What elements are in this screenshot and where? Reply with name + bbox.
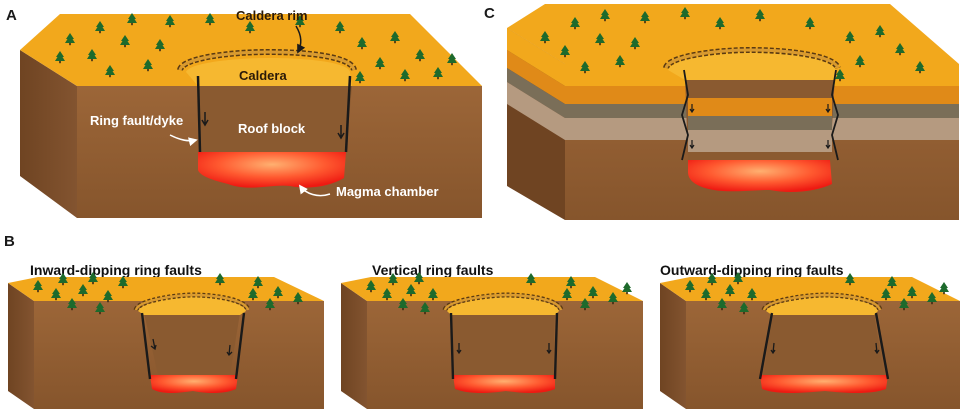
diagram-vertical: [341, 272, 643, 409]
label-magma-chamber: Magma chamber: [336, 184, 439, 199]
magma-pointer: [298, 184, 331, 197]
ring-fault-left: [196, 75, 202, 153]
magma-outward: [760, 375, 888, 393]
panel-c: C: [484, 4, 959, 220]
slip-arrow-right: [337, 125, 345, 140]
magma-chamber: [198, 152, 346, 188]
label-caldera-rim: Caldera rim: [236, 8, 308, 23]
magma-vertical: [453, 375, 555, 393]
panel-letter-c: C: [484, 5, 495, 22]
diagram-inward: [8, 272, 324, 409]
fault-outward-right: [874, 312, 890, 380]
fault-outward-left: [758, 312, 774, 380]
slip-arrow-left: [201, 112, 209, 127]
title-vertical: Vertical ring faults: [372, 262, 494, 278]
label-caldera: Caldera: [239, 68, 287, 83]
diagram-outward: [660, 272, 960, 409]
panel-letter-a: A: [6, 7, 17, 24]
rim-pointer: [295, 25, 306, 54]
panel-a: A Ca: [6, 7, 482, 218]
title-outward: Outward-dipping ring faults: [660, 262, 844, 278]
ring-fault-right: [344, 75, 352, 153]
magma-chamber-c: [688, 160, 832, 192]
magma-inward: [150, 375, 238, 393]
fault-inward-left: [140, 312, 152, 380]
block-side-face: [20, 50, 77, 218]
fault-vertical-right: [553, 312, 559, 380]
label-ring-fault: Ring fault/dyke: [90, 113, 183, 128]
roof-block: [198, 86, 352, 152]
label-roof-block: Roof block: [238, 121, 306, 136]
fault-inward-right: [234, 312, 246, 380]
stepped-fault-right: [831, 69, 839, 161]
stepped-fault-left: [681, 69, 689, 161]
ring-fault-pointer: [169, 134, 198, 147]
caldera-floor: [186, 58, 352, 86]
panel-letter-b: B: [4, 233, 15, 250]
panel-b: B Inward-dipping ring faults Vertical ri…: [4, 233, 844, 278]
fault-vertical-left: [449, 312, 455, 380]
title-inward: Inward-dipping ring faults: [30, 262, 202, 278]
